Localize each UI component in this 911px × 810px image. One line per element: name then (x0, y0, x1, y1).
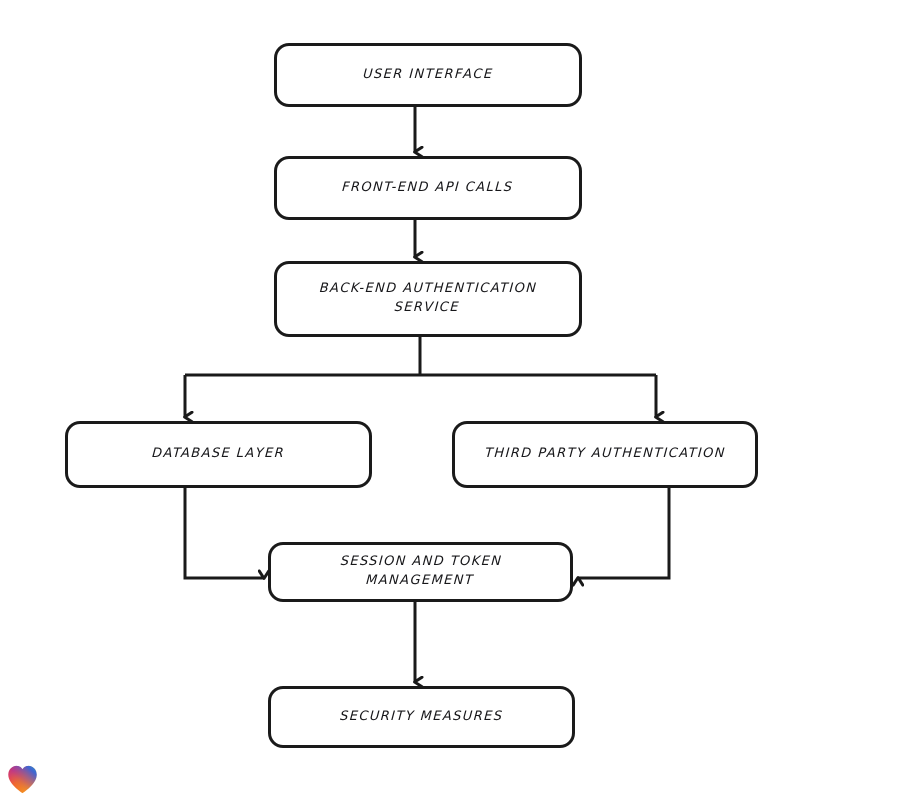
node-database-layer-label: DATABASE LAYER (151, 446, 286, 462)
edge-third-party-auth-to-session-token (578, 488, 671, 578)
heart-icon (8, 765, 37, 794)
node-security-measures-label: SECURITY MEASURES (339, 708, 504, 724)
node-session-and-token-management[interactable]: SESSION AND TOKEN MANAGEMENT (268, 542, 573, 602)
node-user-interface-label: USER INTERFACE (362, 66, 494, 82)
node-frontend-api-calls-label: FRONT-END API CALLS (341, 179, 515, 195)
node-backend-authentication-service[interactable]: BACK-END AUTHENTICATION SERVICE (274, 261, 582, 337)
node-third-party-authentication-label: THIRD PARTY AUTHENTICATION (484, 446, 727, 462)
node-backend-authentication-service-label: BACK-END AUTHENTICATION SERVICE (319, 281, 539, 315)
edge-database-layer-to-session-token (183, 488, 264, 578)
node-frontend-api-calls[interactable]: FRONT-END API CALLS (274, 156, 582, 220)
node-security-measures[interactable]: SECURITY MEASURES (268, 686, 575, 748)
node-database-layer[interactable]: DATABASE LAYER (65, 421, 372, 488)
node-user-interface[interactable]: USER INTERFACE (274, 43, 582, 107)
node-session-and-token-management-label: SESSION AND TOKEN MANAGEMENT (339, 554, 503, 588)
node-third-party-authentication[interactable]: THIRD PARTY AUTHENTICATION (452, 421, 758, 488)
